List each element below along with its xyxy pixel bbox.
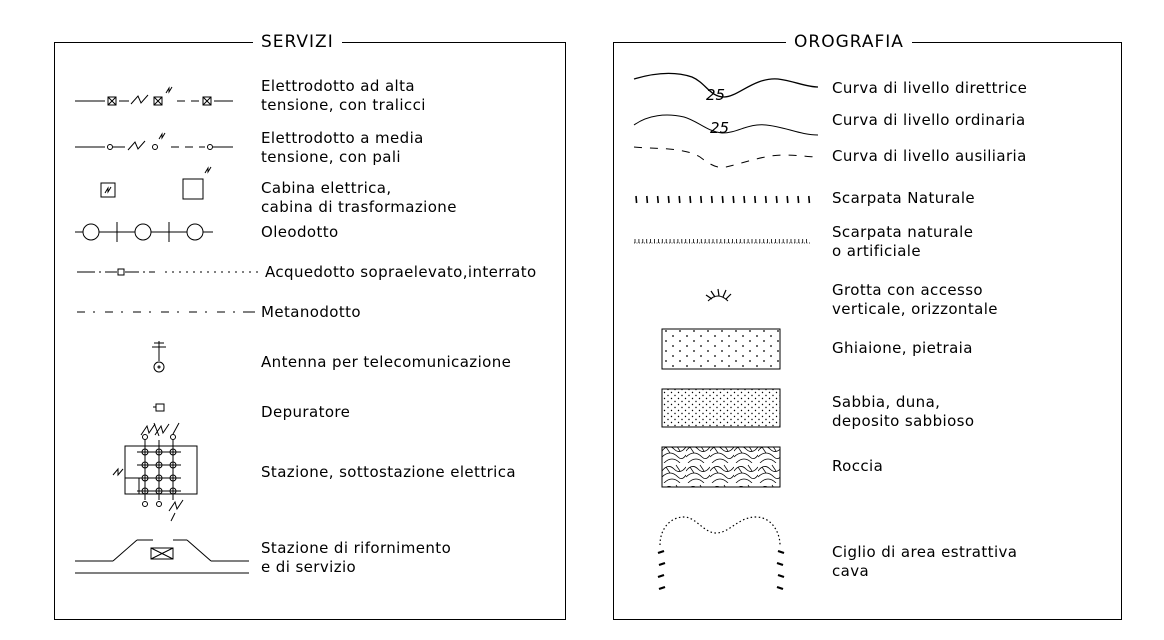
- index-contour-icon: [633, 72, 819, 98]
- quarry-edge-icon: [657, 516, 785, 591]
- legend-label: Oleodotto: [261, 223, 339, 241]
- high-voltage-line-icon: [75, 86, 233, 106]
- legend-label: Cabina elettrica,cabina di trasformazion…: [261, 179, 457, 216]
- legend-label: Curva di livello ordinaria: [832, 111, 1026, 129]
- purification-plant-icon: [153, 403, 165, 412]
- legend-label: Metanodotto: [261, 303, 361, 321]
- cave-icon: [705, 288, 732, 302]
- ordinary-contour-icon: [633, 114, 819, 136]
- legend-label: Ghiaione, pietraia: [832, 339, 973, 357]
- scree-pattern-icon: [661, 328, 781, 370]
- legend-label: Antenna per telecomunicazione: [261, 353, 512, 371]
- legend-label: Acquedotto sopraelevato,interrato: [265, 263, 537, 281]
- orografia-symbols: 25 25: [633, 72, 819, 591]
- fuel-station-icon: [75, 539, 249, 574]
- servizi-title: SERVIZI: [253, 32, 342, 52]
- electrical-substation-icon: [112, 422, 198, 522]
- legend-label: Sabbia, duna,deposito sabbioso: [832, 393, 975, 430]
- aqueduct-icon: [77, 268, 259, 276]
- oil-pipeline-icon: [75, 222, 213, 242]
- orografia-title: OROGRAFIA: [786, 32, 912, 52]
- legend-label: Curva di livello direttrice: [832, 79, 1028, 97]
- antenna-icon: [152, 341, 166, 373]
- ordinary-contour-value: 25: [710, 119, 729, 137]
- natural-escarpment-icon: [635, 195, 811, 204]
- legend-label: Stazione, sottostazione elettrica: [261, 463, 516, 481]
- electrical-cabin-icon: [100, 166, 212, 200]
- servizi-symbols: [75, 86, 259, 574]
- sand-pattern-icon: [661, 388, 781, 428]
- medium-voltage-line-icon: [75, 132, 233, 151]
- legend-label: Curva di livello ausiliaria: [832, 147, 1027, 165]
- index-contour-value: 25: [706, 86, 725, 104]
- orografia-panel: OROGRAFIA Curva di livello direttrice Cu…: [613, 32, 1122, 620]
- artificial-escarpment-icon: [634, 239, 810, 244]
- auxiliary-contour-icon: [633, 146, 819, 168]
- legend-label: Scarpata Naturale: [832, 189, 976, 207]
- legend-label: Roccia: [832, 457, 884, 475]
- rock-pattern-icon: [661, 446, 781, 488]
- legend-label: Depuratore: [261, 403, 351, 421]
